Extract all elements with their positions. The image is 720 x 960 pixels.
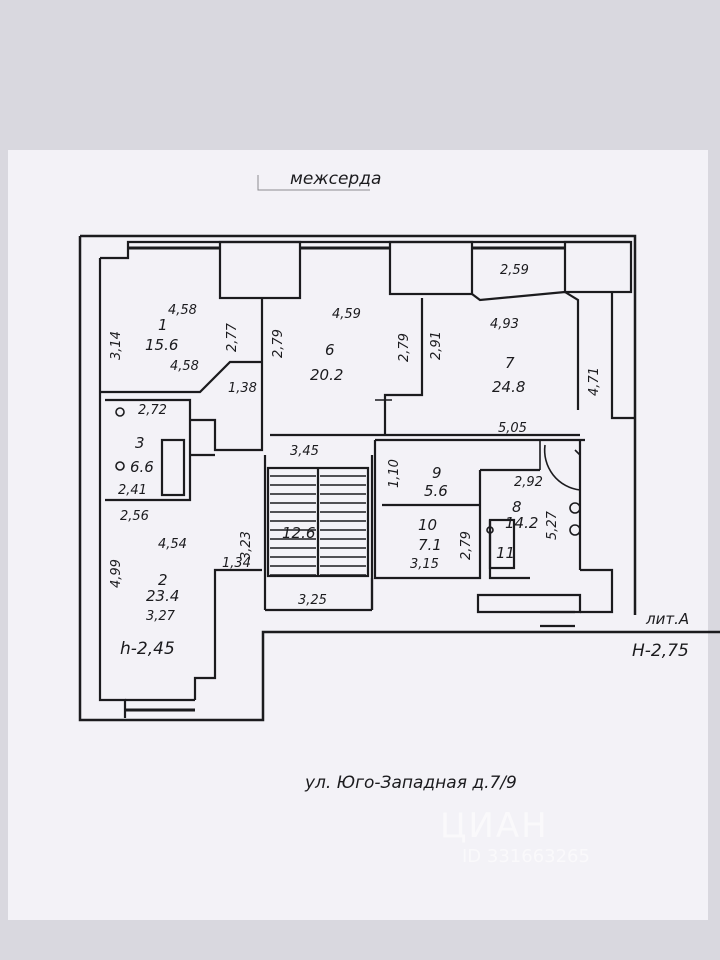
room-8-number: 8	[512, 498, 522, 516]
dim-2-77: 2,77	[225, 322, 240, 352]
dim-2-92: 2,92	[514, 475, 543, 490]
dim-1-10: 1,10	[387, 459, 402, 488]
room-9-area: 5.6	[424, 482, 448, 500]
dim-4-58-top: 4,58	[168, 303, 197, 318]
dim-2-56: 2,56	[120, 509, 149, 524]
room-9-number: 9	[432, 464, 442, 482]
dim-4-58-bottom: 4,58	[170, 359, 199, 374]
dim-4-54: 4,54	[158, 537, 187, 552]
room-10-area: 7.1	[418, 536, 442, 554]
stair-area: 12.6	[282, 524, 315, 542]
dim-2-79-left: 2,79	[271, 329, 286, 358]
room-10-number: 10	[418, 516, 437, 534]
lit-label: лит.А	[645, 610, 689, 628]
room-8-area: 14.2	[505, 514, 538, 532]
dim-1-38: 1,38	[228, 381, 257, 396]
dimension-labels: 2,59 4,58 4,58 3,14 2,77 2,79 4,59 2,79 …	[109, 263, 602, 659]
dim-2-72: 2,72	[138, 403, 167, 418]
room-2-number: 2	[158, 571, 168, 589]
room-3-number: 3	[135, 434, 145, 452]
address-label: ул. Юго-Западная д.7/9	[304, 773, 517, 793]
courtyard-label: межсерда	[290, 169, 381, 189]
watermark-brand: ЦИАН	[440, 806, 549, 846]
dim-4-99: 4,99	[109, 559, 124, 588]
room-1-area: 15.6	[145, 336, 178, 354]
dim-2-91: 2,91	[429, 331, 444, 360]
room-6-number: 6	[325, 341, 335, 359]
dim-3-23: 3,23	[239, 531, 254, 560]
door-swings	[115, 399, 581, 536]
dim-4-71: 4,71	[587, 367, 602, 396]
dim-3-25: 3,25	[298, 593, 327, 608]
dim-3-45: 3,45	[290, 444, 319, 459]
room-2-area: 23.4	[146, 587, 179, 605]
room-7-area: 24.8	[492, 378, 525, 396]
dim-5-27: 5,27	[545, 510, 560, 540]
room-3-area: 6.6	[130, 458, 154, 476]
room-11-number: 11	[496, 544, 515, 562]
walls	[78, 234, 720, 722]
dim-2-79-right: 2,79	[459, 531, 474, 560]
height-label: H-2,75	[632, 641, 689, 661]
dim-3-15: 3,15	[410, 557, 439, 572]
dim-2-41: 2,41	[118, 483, 147, 498]
dim-3-27: 3,27	[146, 609, 176, 624]
dim-2-59: 2,59	[500, 263, 529, 278]
ceiling-height-room: h-2,45	[120, 639, 175, 659]
dim-2-79-mid: 2,79	[397, 333, 412, 362]
dim-4-93: 4,93	[490, 317, 519, 332]
room-1-number: 1	[158, 316, 168, 334]
paper-sheet	[8, 150, 708, 920]
dim-5-05: 5,05	[498, 421, 527, 436]
dim-1-34: 1,34	[222, 556, 251, 571]
watermark-id: ID 331663265	[462, 846, 590, 867]
room-labels: 1 15.6 2 23.4 3 6.6 6 20.2 7 24.8 8 14.2…	[130, 316, 538, 605]
room-7-number: 7	[505, 354, 515, 372]
dim-4-59: 4,59	[332, 307, 361, 322]
room-6-area: 20.2	[310, 366, 343, 384]
stair-treads	[270, 475, 366, 576]
dim-3-14: 3,14	[109, 331, 124, 360]
